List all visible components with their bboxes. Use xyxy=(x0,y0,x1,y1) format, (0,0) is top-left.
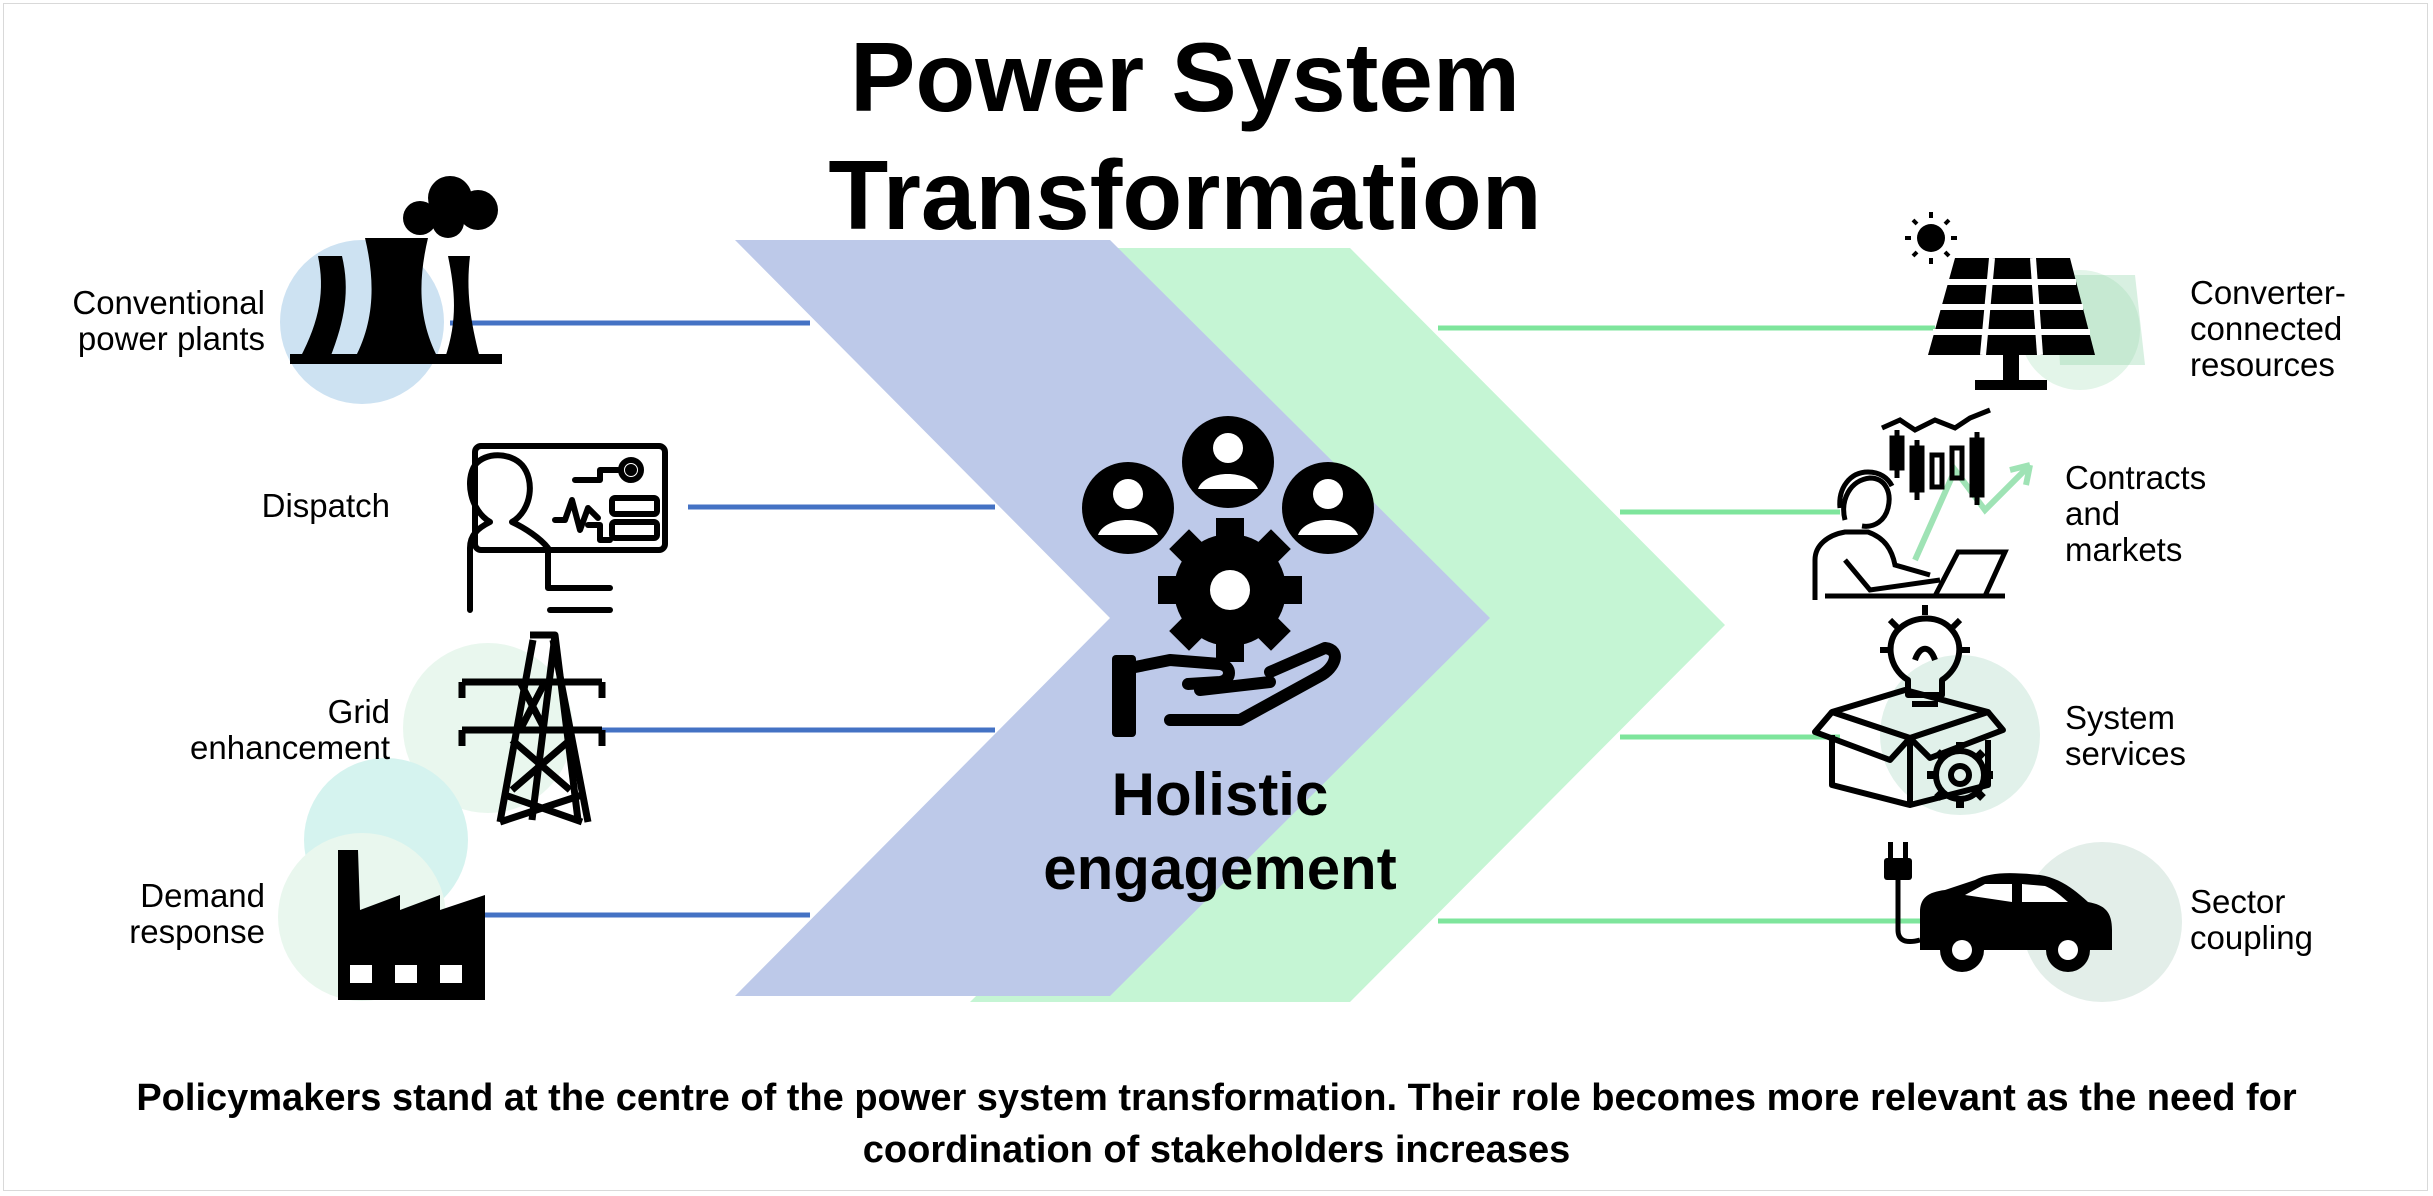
transmission-tower-icon xyxy=(458,631,606,826)
solar-panel-icon xyxy=(1905,212,2145,390)
label-system-services: System services xyxy=(2065,699,2187,772)
dispatch-operator-icon xyxy=(467,443,668,613)
factory-cooling-tower-icon xyxy=(290,176,502,364)
electric-car-icon xyxy=(1884,842,2112,972)
label-converter-connected-resources: Converter- connected resources xyxy=(2190,274,2346,383)
label-grid-enhancement: Grid enhancement xyxy=(190,693,390,766)
caption: Policymakers stand at the centre of the … xyxy=(136,1077,2297,1171)
center-label: Holistic engagement xyxy=(1043,761,1397,902)
diagram-frame xyxy=(3,3,2428,1191)
industrial-factory-icon xyxy=(338,850,485,1000)
blue-chevron xyxy=(735,240,1490,996)
label-sector-coupling: Sector coupling xyxy=(2190,883,2313,956)
label-demand-response: Demand response xyxy=(129,877,265,950)
label-contracts-and-markets: Contracts and markets xyxy=(2065,459,2207,568)
green-chevron xyxy=(970,248,1725,1002)
label-conventional-power-plants: Conventional power plants xyxy=(72,284,265,357)
label-dispatch: Dispatch xyxy=(261,487,390,524)
hand-gear-people-icon xyxy=(1082,416,1374,737)
page-title: Power System Transformation xyxy=(828,22,1542,250)
trader-laptop-icon xyxy=(1812,407,2033,600)
box-lightbulb-gear-icon xyxy=(1812,605,2006,808)
